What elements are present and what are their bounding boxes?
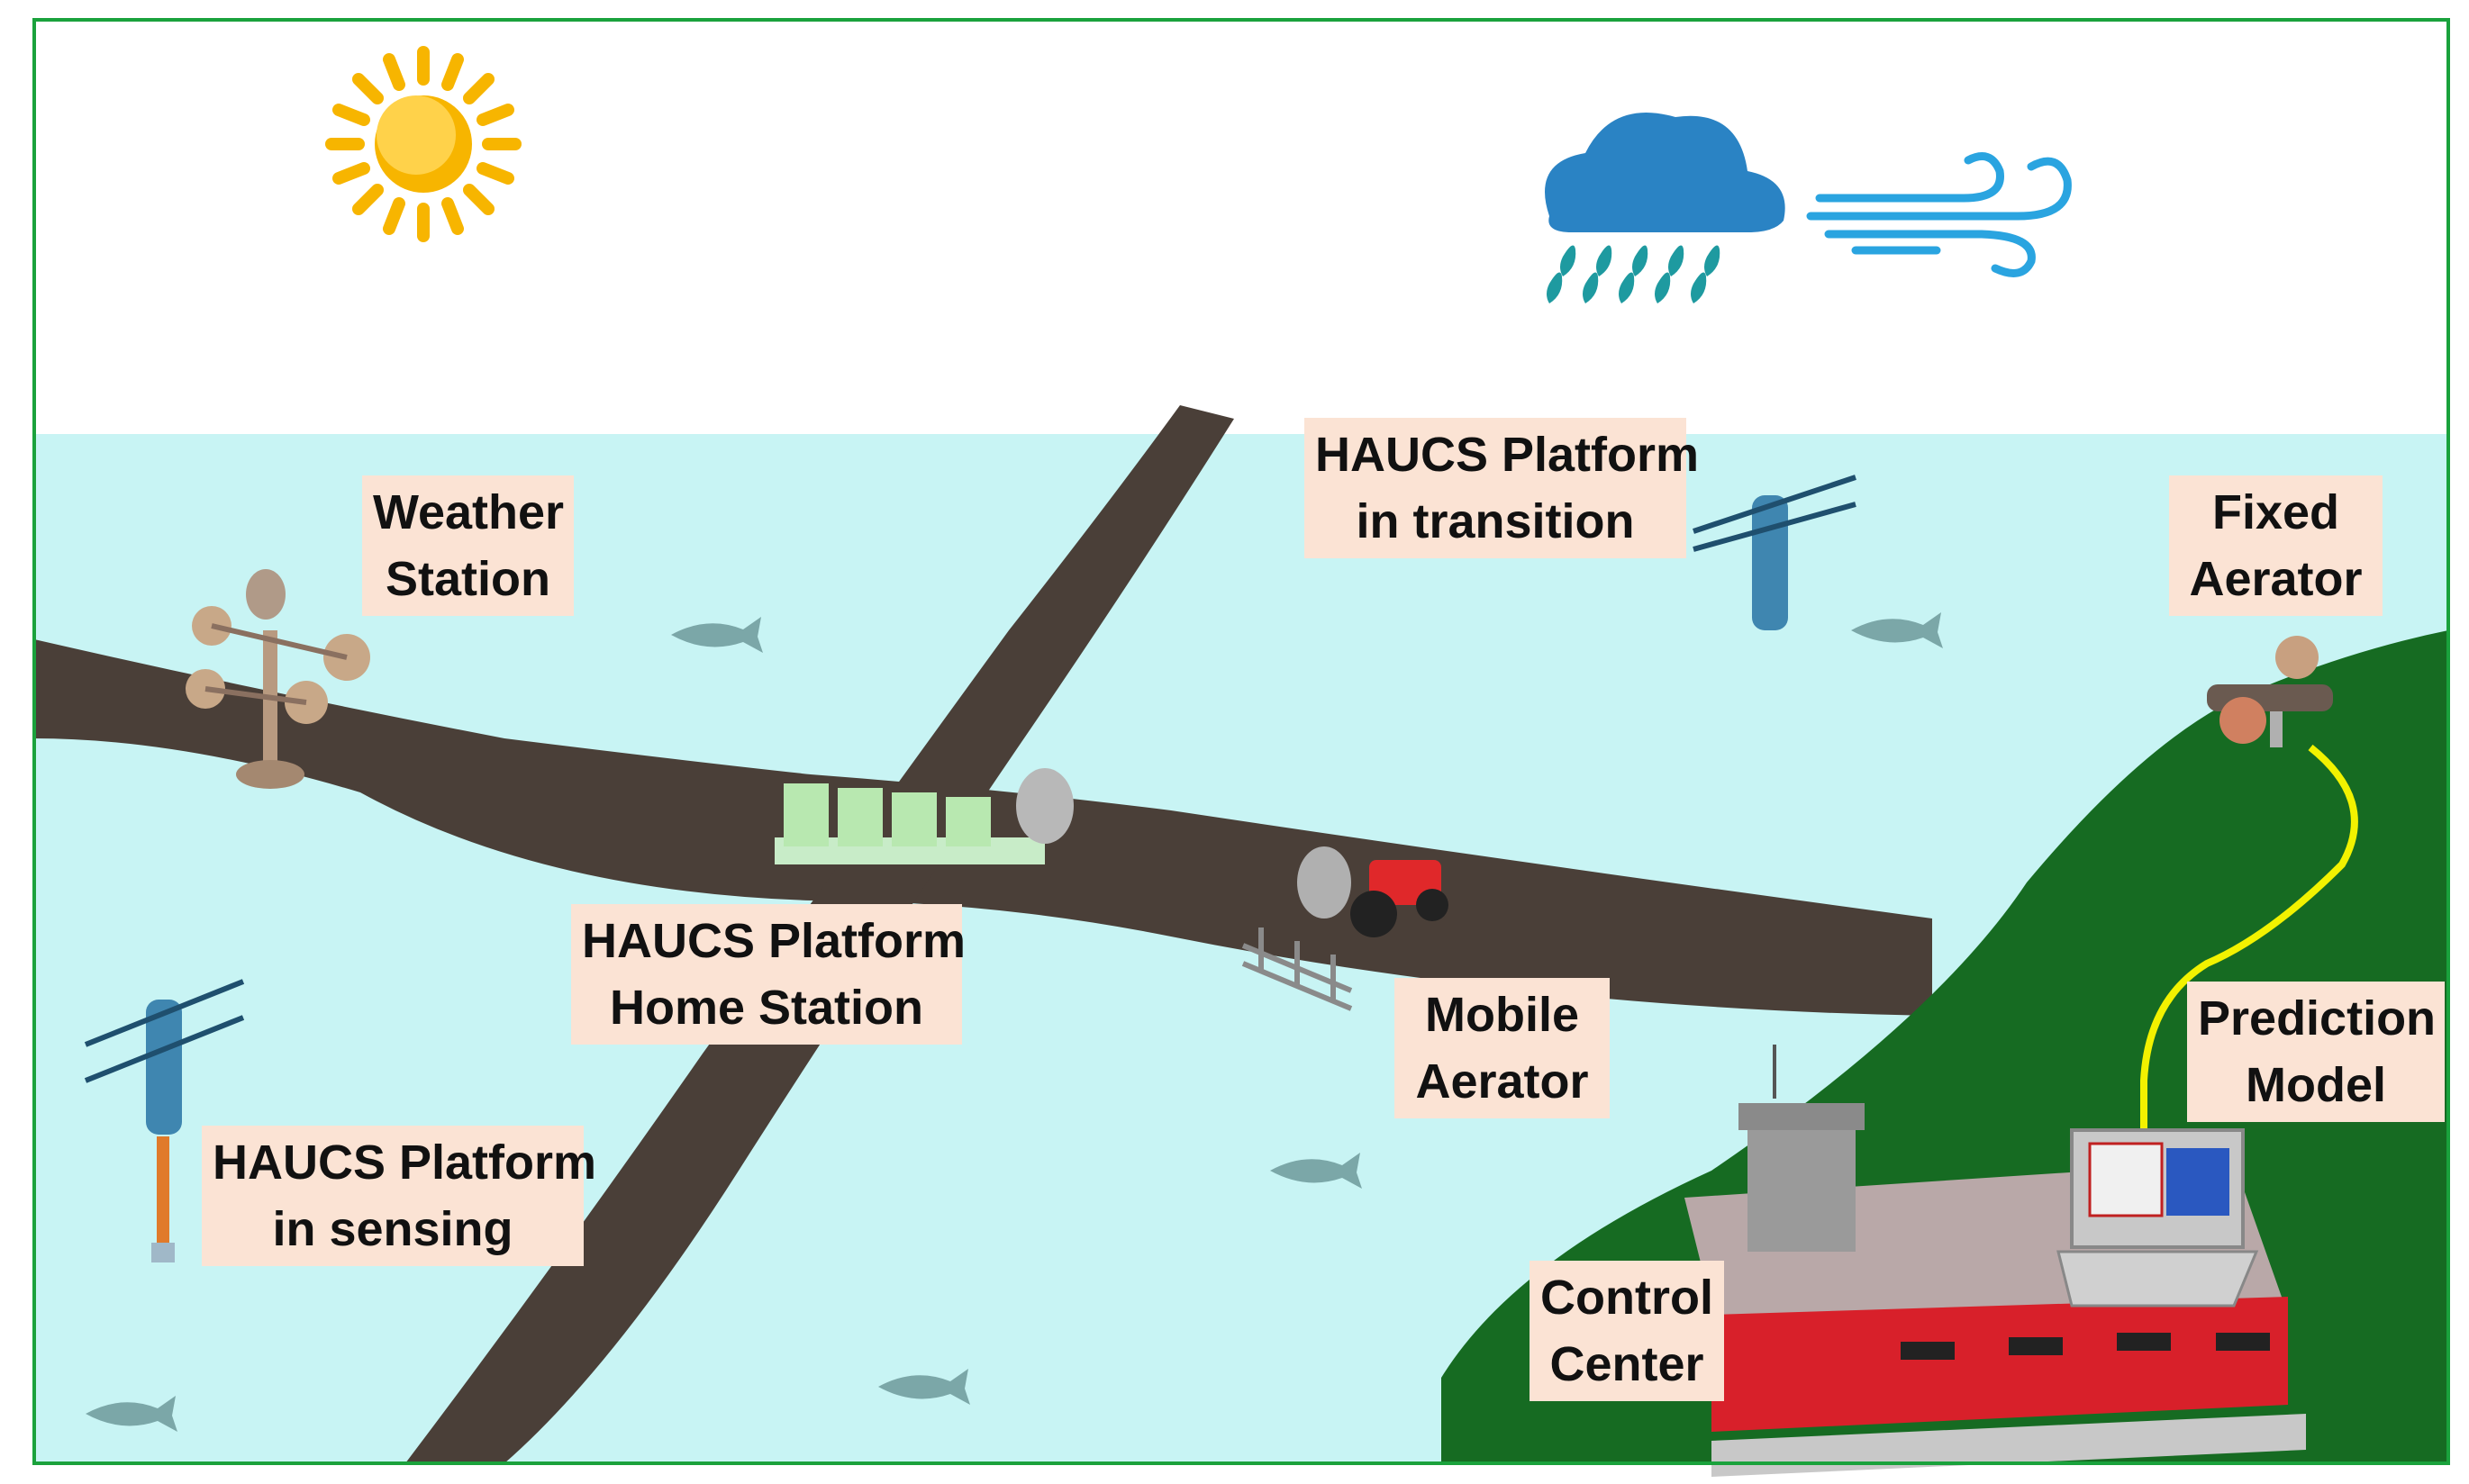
paddlewheel-aerator-icon (2207, 636, 2333, 747)
sun-icon (325, 46, 522, 242)
tractor-icon (1241, 846, 1448, 1011)
weather-station-label-line2: Station (386, 552, 550, 606)
mobile-aerator-label-line2: Aerator (1415, 1054, 1589, 1108)
control-center-label-line1: Control (1540, 1271, 1713, 1325)
sky (34, 20, 2448, 434)
home-station-label-line1: HAUCS Platform (582, 914, 967, 968)
mobile-aerator-label-line1: Mobile (1425, 988, 1579, 1042)
control-center-label: Control Center (1530, 1261, 1724, 1401)
home-station-label-line2: Home Station (609, 981, 924, 1035)
control-center-label-line2: Center (1549, 1337, 1704, 1391)
platform-transition-label: HAUCS Platform in transition (1304, 418, 1700, 558)
fish-icon (86, 612, 1943, 1432)
platform-sensing-label: HAUCS Platform in sensing (202, 1126, 597, 1266)
platform-transition-label-line2: in transition (1356, 494, 1635, 548)
fixed-aerator-label: Fixed Aerator (2169, 475, 2383, 616)
fixed-aerator-label-line1: Fixed (2211, 485, 2340, 539)
platform-transition-label-line1: HAUCS Platform (1315, 428, 1700, 482)
home-station-icon (775, 768, 1074, 864)
wind-icon (1806, 152, 2072, 277)
platform-sensing-label-line1: HAUCS Platform (213, 1136, 597, 1190)
platform-sensing-label-line2: in sensing (272, 1202, 513, 1256)
prediction-model-label-line1: Prediction (2198, 991, 2437, 1045)
weather-station-label-line1: Weather (373, 485, 565, 539)
rain-cloud-icon (1545, 113, 1785, 303)
laptop-icon (2056, 1128, 2259, 1308)
drone-icon (84, 979, 245, 1262)
mobile-aerator-label: Mobile Aerator (1394, 978, 1610, 1118)
prediction-link-cable (2139, 744, 2358, 1148)
home-station-label: HAUCS Platform Home Station (571, 904, 967, 1045)
anemometer-icon (186, 569, 370, 789)
drone-icon (1693, 475, 1856, 630)
weather-station-label: Weather Station (362, 475, 574, 616)
prediction-model-label-line2: Model (2246, 1058, 2386, 1112)
prediction-model-label: Prediction Model (2187, 982, 2445, 1122)
fixed-aerator-label-line2: Aerator (2189, 552, 2363, 606)
frame-border (32, 18, 2450, 1465)
